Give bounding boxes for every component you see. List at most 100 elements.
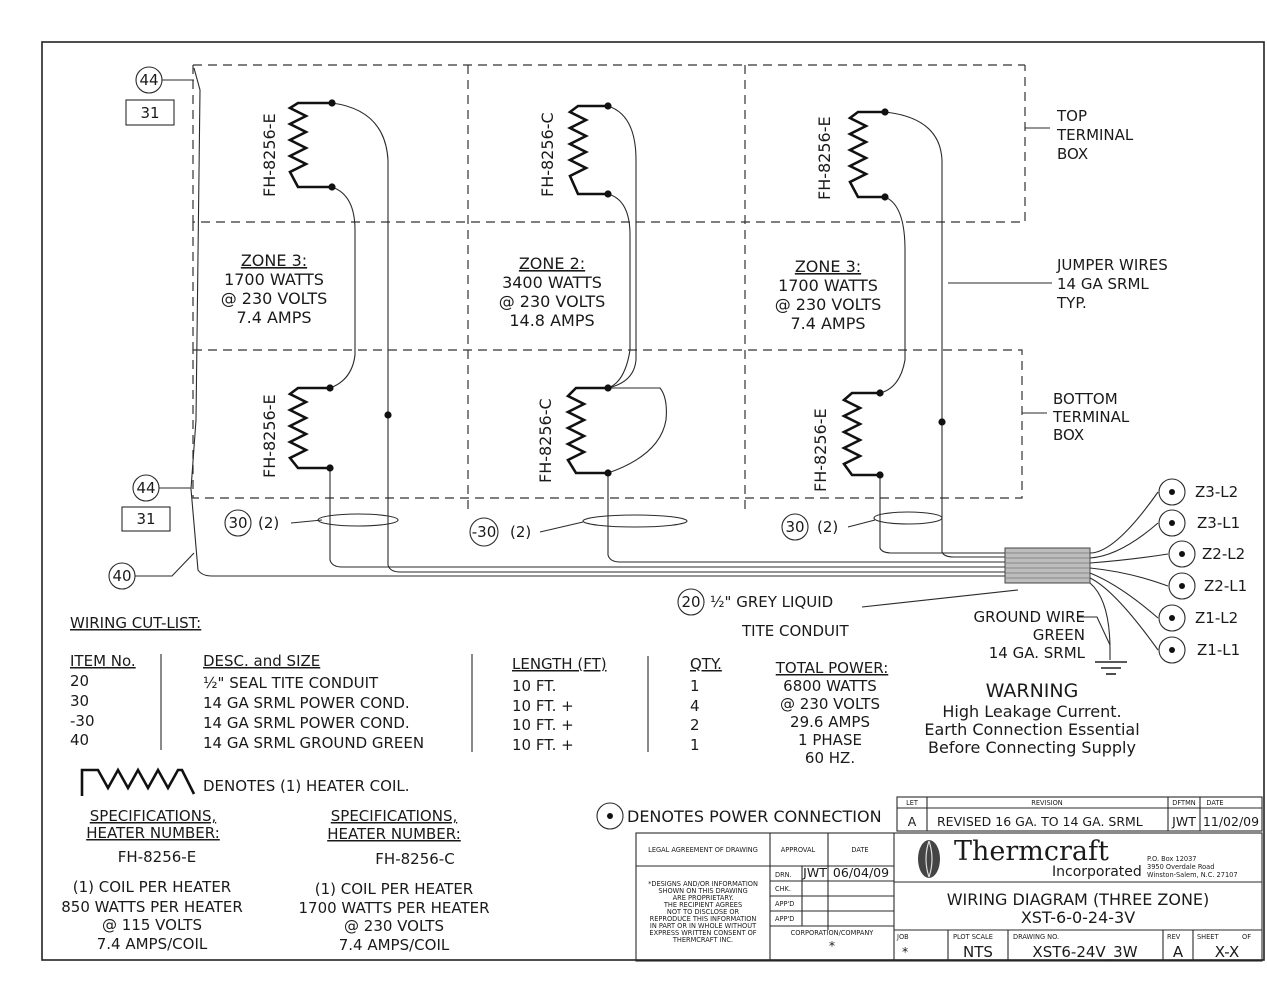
heater-coil — [841, 391, 880, 477]
company-name: Thermcraft — [954, 836, 1109, 867]
svg-text:(2): (2) — [817, 518, 838, 536]
wiring-cut-list: WIRING CUT-LIST: ITEM No. DESC. and SIZE… — [70, 614, 722, 754]
svg-text:29.6 AMPS: 29.6 AMPS — [790, 713, 870, 731]
cutlist-desc: 14 GA SRML GROUND GREEN — [203, 734, 424, 752]
conductor-bundle — [317, 513, 399, 527]
svg-text:(1) COIL PER HEATER: (1) COIL PER HEATER — [73, 878, 231, 896]
cutlist-length: 10 FT. — [512, 677, 556, 695]
svg-text:JOB: JOB — [896, 933, 909, 941]
legal-text: *DESIGNS AND/OR INFORMATION SHOWN ON THI… — [648, 880, 758, 944]
svg-text:850 WATTS PER HEATER: 850 WATTS PER HEATER — [61, 898, 243, 916]
terminal-dot — [604, 190, 612, 198]
heater-label: FH-8256-E — [815, 116, 834, 200]
cutlist-desc: 14 GA SRML POWER COND. — [203, 714, 410, 732]
svg-text:TITE CONDUIT: TITE CONDUIT — [741, 622, 849, 640]
svg-text:IN PART OR IN WHOLE WITHOUT: IN PART OR IN WHOLE WITHOUT — [650, 922, 757, 930]
svg-text:NOT TO DISCLOSE OR: NOT TO DISCLOSE OR — [667, 908, 740, 916]
svg-text:31: 31 — [140, 104, 159, 122]
top-box-label: BOX — [1057, 145, 1088, 163]
svg-text:REVISED 16 GA. TO 14 GA. SRML: REVISED 16 GA. TO 14 GA. SRML — [937, 814, 1143, 829]
zone-volts: @ 230 VOLTS — [775, 295, 882, 314]
zone-watts: 1700 WATTS — [778, 276, 878, 295]
side-labels: TOP TERMINAL BOX JUMPER WIRES 14 GA SRML… — [1022, 107, 1168, 444]
svg-text:06/04/09: 06/04/09 — [833, 865, 889, 880]
callout-bubble — [781, 513, 809, 541]
cutlist-item: 40 — [70, 731, 89, 749]
column-header-item: ITEM No. — [70, 652, 136, 670]
heater-coils — [287, 101, 885, 477]
power-connection — [1158, 509, 1186, 537]
heater-label: FH-8256-E — [811, 408, 830, 492]
svg-text:ARE PROPRIETARY.: ARE PROPRIETARY. — [673, 894, 734, 902]
terminal-dot — [938, 418, 946, 426]
svg-text:OF: OF — [1242, 933, 1251, 941]
svg-text:30: 30 — [785, 518, 804, 536]
company-sub: Incorporated — [1052, 864, 1142, 880]
heater-coil-symbol — [80, 767, 196, 796]
callout-bubble — [469, 517, 499, 547]
ground-wire — [190, 67, 1005, 577]
svg-text:*: * — [902, 944, 908, 959]
specifications: SPECIFICATIONS, HEATER NUMBER: FH-8256-E… — [61, 807, 489, 954]
cutlist-item: 20 — [70, 672, 89, 690]
svg-text:1700 WATTS PER HEATER: 1700 WATTS PER HEATER — [298, 899, 489, 917]
svg-text:Before Connecting Supply: Before Connecting Supply — [928, 738, 1136, 757]
heater-coil — [287, 386, 330, 470]
cutlist-qty: 1 — [690, 736, 700, 754]
zone-title: ZONE 3: — [795, 257, 861, 276]
jumper-wires — [190, 67, 1052, 577]
terminal-dot — [604, 469, 612, 477]
heater-coil — [565, 386, 608, 475]
zone-amps: 7.4 AMPS — [236, 308, 311, 327]
drawing-title: WIRING DIAGRAM (THREE ZONE) — [947, 890, 1210, 909]
cutlist-item: -30 — [70, 712, 95, 730]
svg-text:GREEN: GREEN — [1033, 626, 1085, 644]
svg-text:SPECIFICATIONS,: SPECIFICATIONS, — [331, 807, 457, 825]
column-header-desc: DESC. and SIZE — [203, 652, 320, 670]
terminal-dot — [604, 102, 612, 110]
svg-text:(2): (2) — [510, 523, 531, 541]
thermcraft-logo — [918, 840, 940, 878]
zone-volts: @ 230 VOLTS — [221, 289, 328, 308]
column-header-qty: QTY. — [690, 655, 722, 673]
grey-liquid-tite-conduit — [1004, 547, 1091, 584]
callout-bubble — [224, 509, 252, 537]
svg-text:Z1-L1: Z1-L1 — [1197, 641, 1240, 659]
bottom-box-label: TERMINAL — [1052, 408, 1130, 426]
callout-box — [121, 506, 171, 532]
ground-label: GROUND WIRE GREEN 14 GA. SRML — [973, 608, 1085, 662]
svg-text:JWT: JWT — [802, 865, 827, 880]
svg-text:LET: LET — [906, 799, 919, 807]
power-connection — [1158, 636, 1186, 664]
svg-text:30: 30 — [228, 514, 247, 532]
svg-text:LEGAL AGREEMENT OF DRAWING: LEGAL AGREEMENT OF DRAWING — [648, 846, 758, 854]
cutlist-length: 10 FT. + — [512, 736, 574, 754]
svg-text:*: * — [829, 938, 835, 953]
zone-watts: 1700 WATTS — [224, 270, 324, 289]
svg-text:40: 40 — [112, 567, 131, 585]
svg-text:REPRODUCE THIS INFORMATION: REPRODUCE THIS INFORMATION — [650, 915, 757, 923]
conduit — [1004, 491, 1169, 675]
terminal-boxes — [192, 64, 1026, 510]
spec-heater-number: FH-8256-C — [375, 850, 454, 868]
svg-text:1 PHASE: 1 PHASE — [798, 731, 862, 749]
cutlist-length: 10 FT. + — [512, 716, 574, 734]
bottom-terminal-box — [192, 349, 1023, 499]
terminal-dot — [328, 99, 336, 107]
revision-block — [896, 796, 1263, 832]
svg-text:Z3-L2: Z3-L2 — [1195, 483, 1238, 501]
svg-text:APPROVAL: APPROVAL — [781, 846, 816, 854]
ground-lead — [1089, 582, 1111, 660]
power-legend: DENOTES POWER CONNECTION — [596, 802, 882, 830]
svg-text:7.4 AMPS/COIL: 7.4 AMPS/COIL — [97, 935, 208, 953]
total-power: TOTAL POWER: 6800 WATTS @ 230 VOLTS 29.6… — [775, 659, 889, 767]
heater-coil — [567, 104, 608, 196]
power-connection — [1168, 572, 1196, 600]
heater-label: FH-8256-E — [260, 394, 279, 478]
heater-label: FH-8256-E — [260, 113, 279, 197]
cutlist-qty: 4 — [690, 697, 700, 715]
column-header-length: LENGTH (FT) — [512, 655, 607, 673]
zone-amps: 14.8 AMPS — [509, 311, 594, 330]
